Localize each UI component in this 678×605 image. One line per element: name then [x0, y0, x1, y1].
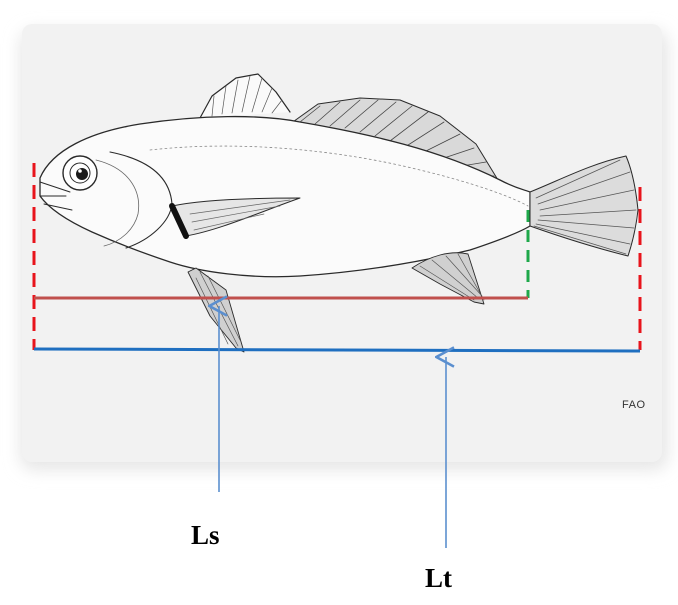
fao-credit: FAO [622, 399, 646, 411]
eye [63, 156, 97, 190]
total-length-line [34, 349, 640, 351]
total-length-label: Lt [425, 563, 452, 594]
standard-length-label: Ls [191, 520, 220, 551]
